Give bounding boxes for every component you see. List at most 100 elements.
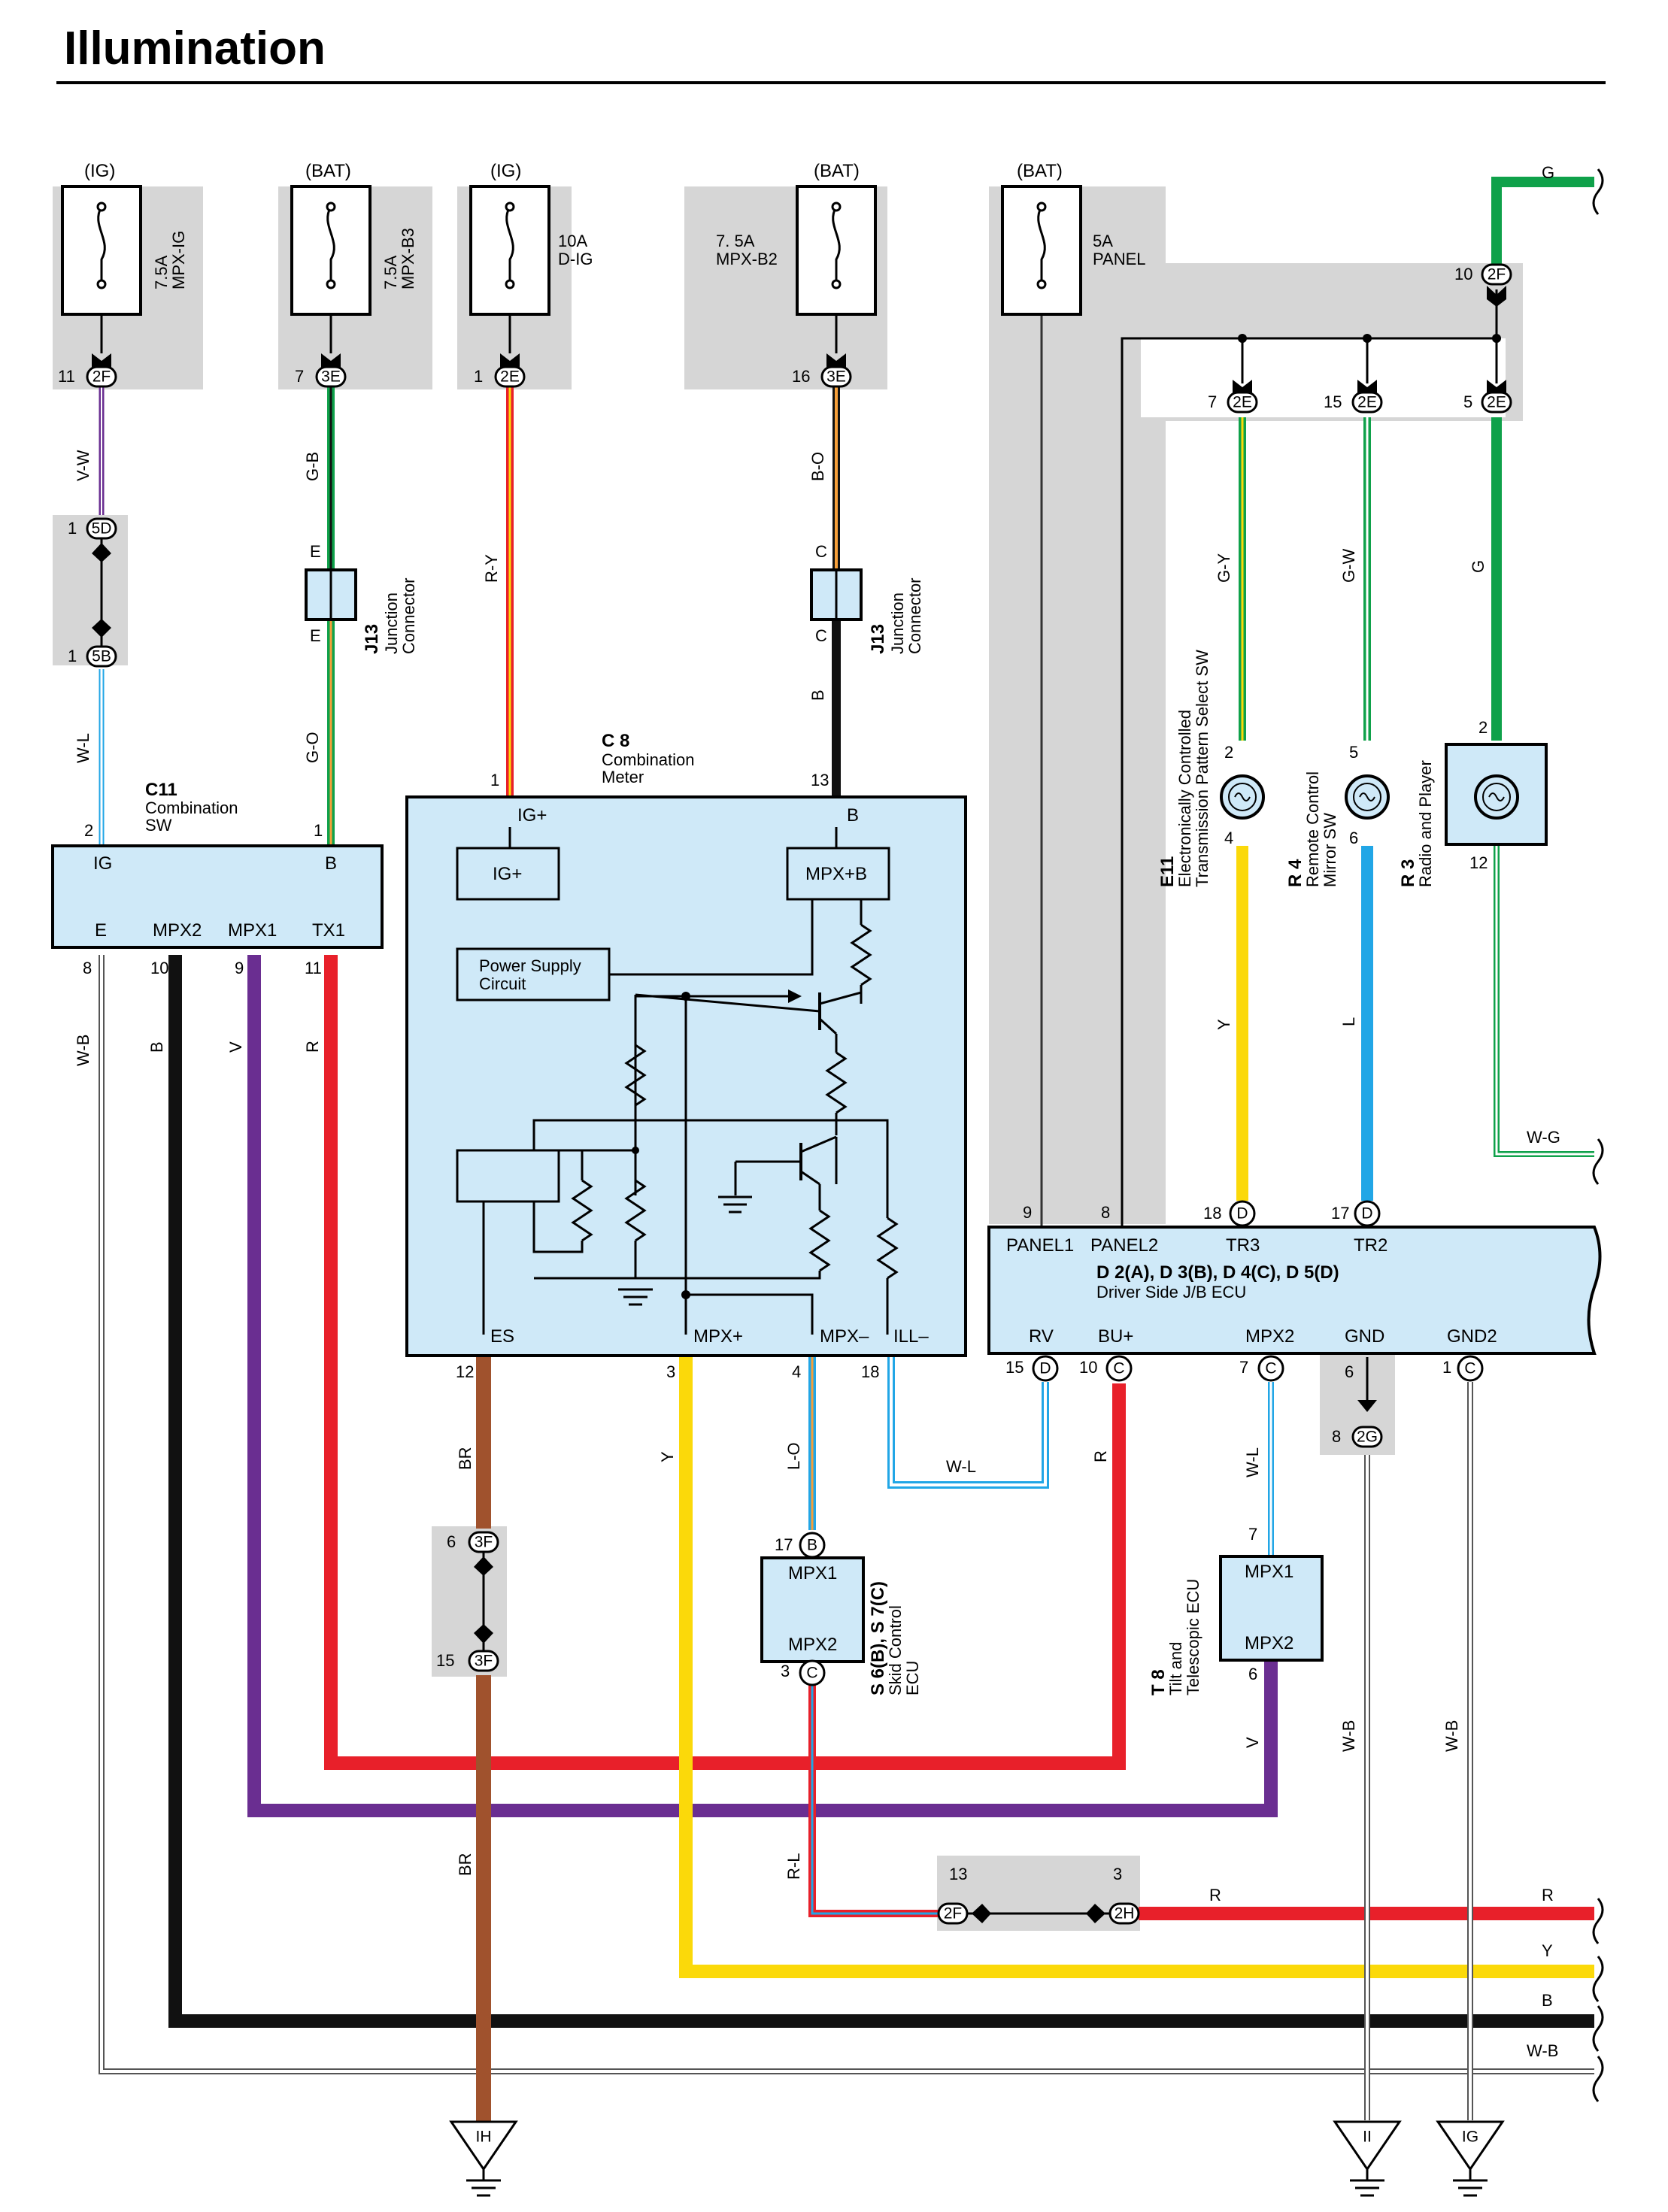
conn-3f: 3F 6 3F 15 xyxy=(436,1531,499,1672)
pin-letter: C xyxy=(1464,1360,1475,1377)
wire-label: V xyxy=(1243,1737,1262,1748)
connector-oval xyxy=(1481,263,1512,286)
pin-letter: D xyxy=(1039,1360,1051,1377)
wire-b-long xyxy=(168,955,1594,2028)
continuation-icon xyxy=(1592,2005,1604,2052)
pin-number: 1 xyxy=(68,647,77,665)
wire-label: BR xyxy=(456,1447,475,1470)
wire-w-b-long-stripe xyxy=(100,955,1594,2073)
component-name: Tilt and xyxy=(1166,1642,1185,1695)
pin-number: 4 xyxy=(1224,829,1233,847)
pin-letter: D xyxy=(1236,1205,1248,1223)
internal-wire xyxy=(534,1271,821,1280)
wire-label: Y xyxy=(658,1451,677,1462)
connector-oval xyxy=(86,645,117,668)
wire-label: G-Y xyxy=(1215,553,1233,583)
wire-label: R-Y xyxy=(482,554,501,583)
component-code: C11 xyxy=(145,780,177,800)
wire-g-top xyxy=(1491,177,1594,267)
pin-circle xyxy=(1354,1200,1381,1227)
wire-label: L-O xyxy=(784,1442,803,1470)
ecu-driver-side-jb: D 2(A), D 3(B), D 4(C), D 5(D) Driver Si… xyxy=(987,1200,1602,1382)
junction-pin: E xyxy=(310,626,321,645)
ig-box xyxy=(456,847,560,901)
terminal-label: TX1 xyxy=(312,920,345,941)
component-code: R 3 xyxy=(1398,859,1418,887)
wire-label: G xyxy=(1542,163,1554,182)
wire-label: W-L xyxy=(74,733,92,763)
wire-label: W-L xyxy=(946,1457,976,1476)
transistor-icon xyxy=(800,1170,820,1186)
lamp-filament-icon xyxy=(1234,792,1251,801)
pin-number: 17 xyxy=(1331,1204,1349,1223)
component-box xyxy=(51,844,384,949)
wire-r-long xyxy=(324,955,1126,1770)
pin-number: 3 xyxy=(781,1662,790,1680)
pin-letter: C xyxy=(1265,1360,1276,1377)
pin-number: 5 xyxy=(1463,392,1472,411)
wire-label: R xyxy=(1209,1886,1221,1904)
connector-oval xyxy=(820,365,852,388)
terminal-label: E xyxy=(95,920,107,941)
ground-label: IG xyxy=(1462,2129,1478,2146)
terminal-label: TR2 xyxy=(1354,1235,1387,1256)
fuse-name: PANEL xyxy=(1093,250,1146,268)
pin-number: 13 xyxy=(949,1865,967,1883)
pin-letter: B xyxy=(807,1537,817,1554)
continuation-icon xyxy=(1592,1956,1604,2002)
junction-name: Junction xyxy=(888,592,907,654)
fuse-rating: 7.5A xyxy=(381,255,400,289)
terminal-label: MPX2 xyxy=(788,1635,837,1655)
wire-w-g-stripe xyxy=(1495,846,1594,1156)
terminal-label: BU+ xyxy=(1098,1326,1133,1347)
wire-label: G-B xyxy=(303,452,322,481)
component-code: R 4 xyxy=(1285,859,1306,887)
connector-id: 3E xyxy=(826,368,846,386)
continuation-icon xyxy=(1592,2056,1604,2102)
wire-label: BR xyxy=(456,1853,475,1876)
internal-wire xyxy=(686,1293,814,1335)
conn-bg-5d xyxy=(53,515,128,665)
r4-remote-mirror-sw: 5 6 R 4 Remote Control Mirror SW xyxy=(1285,743,1390,887)
component-name: Electronically Controlled xyxy=(1175,710,1194,887)
lamp-filament-icon xyxy=(1359,792,1375,801)
fuse-mpx-ig: (IG) 7.5A MPX-IG xyxy=(61,161,188,353)
terminal-label: MPX1 xyxy=(1245,1562,1293,1582)
pin-number: 15 xyxy=(436,1651,454,1670)
component-code: C 8 xyxy=(602,731,629,751)
fuse-source: (IG) xyxy=(84,161,115,181)
pin-number: 4 xyxy=(792,1362,801,1381)
power-supply-label: Power Supply xyxy=(479,956,581,975)
pin-number: 1 xyxy=(68,519,77,538)
connector-id: 2H xyxy=(1115,1905,1135,1923)
pin-circle xyxy=(799,1659,826,1686)
internal-wire xyxy=(532,1119,889,1218)
component-name: Transmission Pattern Select SW xyxy=(1193,650,1212,887)
arrow-icon xyxy=(788,989,802,1003)
arrow-icon xyxy=(1487,286,1506,307)
connector-oval xyxy=(1481,391,1512,414)
pin-number: 8 xyxy=(1101,1203,1110,1222)
arrow-icon xyxy=(1086,1904,1105,1923)
fuse-name: D-IG xyxy=(558,250,593,268)
terminal-label: MPX1 xyxy=(788,1563,837,1583)
pin-letter: C xyxy=(806,1665,817,1682)
component-name: Combination xyxy=(145,798,238,817)
pin-number: 1 xyxy=(1442,1358,1451,1377)
pin-number: 1 xyxy=(490,771,499,789)
page-title: Illumination xyxy=(64,23,326,74)
component-name: Remote Control xyxy=(1303,771,1322,887)
component-sub: Meter xyxy=(602,768,644,786)
connector-id: 3E xyxy=(321,368,341,386)
fuse-d-ig: (IG) 10A D-IG xyxy=(469,161,593,353)
component-name: Combination xyxy=(602,750,695,769)
junction-pin: C xyxy=(815,626,827,645)
fuse-rating: 10A xyxy=(558,232,587,250)
terminal-label: MPX2 xyxy=(1245,1633,1293,1653)
pin-number: 10 xyxy=(1454,265,1472,283)
lamp-filament-icon xyxy=(1488,792,1505,801)
resistor-icon xyxy=(876,1217,899,1280)
fuse-icon xyxy=(505,206,514,282)
c8-combination-meter: C 8 Combination Meter 1 13 IG+ B IG+ MPX… xyxy=(405,731,967,1381)
continuation-icon xyxy=(1592,1898,1604,1944)
